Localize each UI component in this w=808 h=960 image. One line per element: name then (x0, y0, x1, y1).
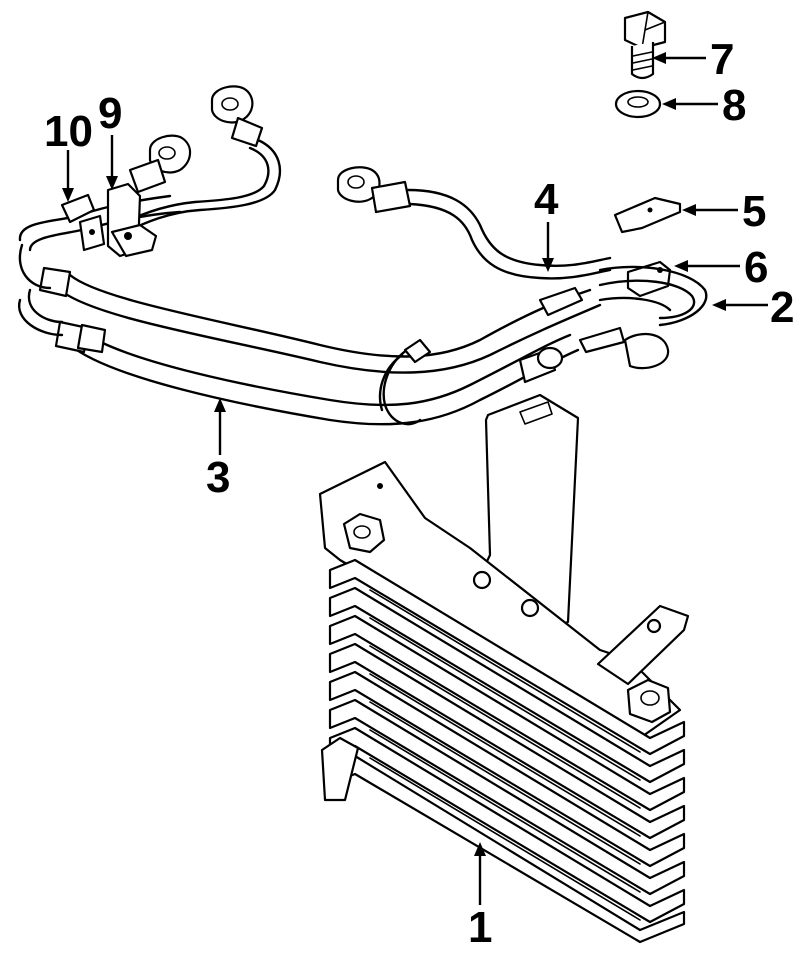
leader-lines (62, 52, 768, 905)
cooler-fins (328, 558, 686, 944)
hose-bracket-part[interactable] (626, 260, 672, 298)
callout-8: 8 (722, 81, 746, 130)
banjo-hose-part[interactable] (336, 166, 612, 280)
callout-2: 2 (770, 283, 794, 332)
washer-part[interactable] (614, 89, 662, 119)
callout-7: 7 (710, 35, 734, 84)
left-banjo-hoses (60, 85, 282, 258)
callout-3: 3 (206, 453, 230, 502)
callout-labels: 1 2 3 4 5 6 7 8 9 10 (44, 35, 794, 952)
hose-support-clamp (378, 338, 432, 426)
callout-10: 10 (44, 107, 93, 156)
oil-cooler-part[interactable] (318, 393, 690, 944)
banjo-bolt-part[interactable] (623, 10, 667, 80)
cooler-pipe-part[interactable] (17, 194, 708, 384)
callout-4: 4 (534, 175, 559, 224)
callout-1: 1 (468, 903, 492, 952)
clip-part[interactable] (613, 196, 682, 234)
cooler-hose-part[interactable] (38, 266, 602, 426)
callout-9: 9 (98, 89, 122, 138)
callout-6: 6 (744, 243, 768, 292)
callout-5: 5 (742, 187, 766, 236)
